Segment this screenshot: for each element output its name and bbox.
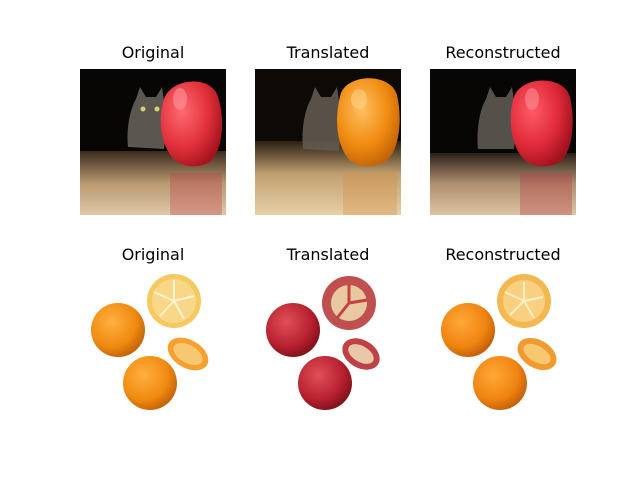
image-cat-orange-translated	[255, 69, 401, 215]
panel-title-translated: Translated	[286, 245, 370, 264]
image-oranges-original	[80, 270, 226, 416]
panel-title-original: Original	[121, 245, 185, 264]
image-cat-apple-original	[80, 69, 226, 215]
panel-title-original: Original	[121, 43, 185, 62]
panel-title-translated: Translated	[286, 43, 370, 62]
image-oranges-reconstructed	[430, 270, 576, 416]
panel-title-reconstructed: Reconstructed	[445, 43, 561, 62]
image-cat-apple-reconstructed	[430, 69, 576, 215]
panel-title-reconstructed: Reconstructed	[445, 245, 561, 264]
image-apples-translated	[255, 270, 401, 416]
